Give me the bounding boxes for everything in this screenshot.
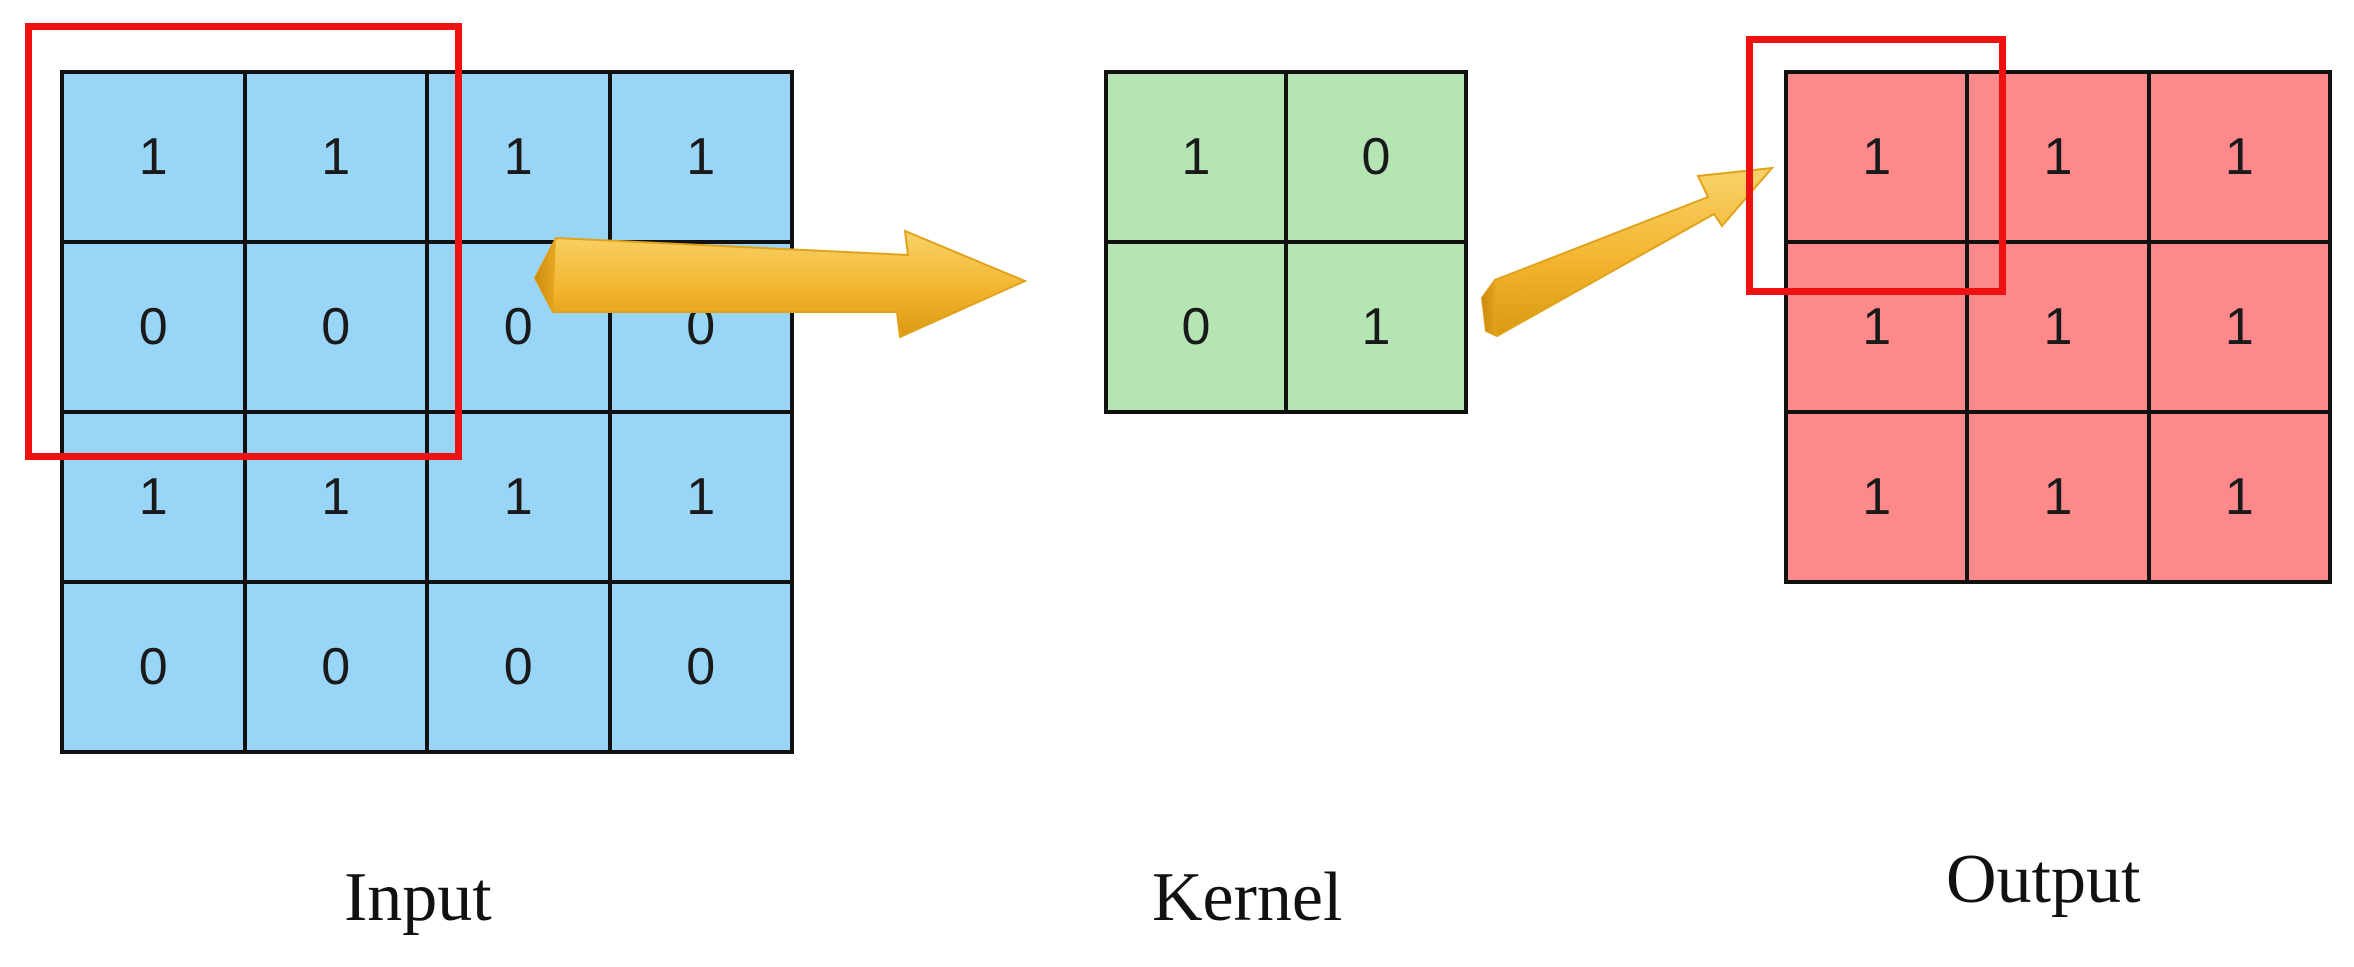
kernel-grid: 1 0 0 1 [1104, 70, 1468, 414]
output-cell: 1 [1969, 74, 2147, 240]
kernel-label: Kernel [1152, 859, 1343, 936]
kernel-to-output-arrow [1480, 166, 1775, 338]
input-cell: 1 [611, 414, 790, 580]
kernel-cell: 1 [1288, 244, 1464, 410]
input-cell: 1 [246, 414, 425, 580]
kernel-cell: 1 [1108, 74, 1284, 240]
input-cell: 0 [429, 584, 608, 750]
kernel-cell: 0 [1288, 74, 1464, 240]
input-grid: 1 1 1 1 0 0 0 0 1 1 1 1 0 0 0 0 [60, 70, 794, 754]
output-cell-highlight [1746, 36, 2006, 295]
output-cell: 1 [1788, 244, 1966, 410]
output-cell: 1 [1788, 74, 1966, 240]
input-cell: 0 [246, 244, 425, 410]
input-cell: 0 [611, 584, 790, 750]
input-cell: 1 [64, 74, 243, 240]
input-label: Input [344, 859, 492, 936]
output-cell: 1 [1969, 414, 2147, 580]
input-cell: 0 [64, 584, 243, 750]
output-cell: 1 [1788, 414, 1966, 580]
output-cell: 1 [2150, 74, 2328, 240]
output-cell: 1 [2150, 244, 2328, 410]
kernel-cell: 0 [1108, 244, 1284, 410]
output-grid: 1 1 1 1 1 1 1 1 1 [1784, 70, 2332, 584]
input-cell: 0 [64, 244, 243, 410]
output-cell: 1 [1969, 244, 2147, 410]
output-cell: 1 [2150, 414, 2328, 580]
output-label: Output [1946, 841, 2141, 918]
input-cell: 0 [246, 584, 425, 750]
input-to-kernel-arrow [533, 229, 1028, 339]
input-cell: 1 [64, 414, 243, 580]
input-cell: 1 [246, 74, 425, 240]
input-receptive-field-highlight [25, 23, 462, 460]
input-cell: 1 [611, 74, 790, 240]
